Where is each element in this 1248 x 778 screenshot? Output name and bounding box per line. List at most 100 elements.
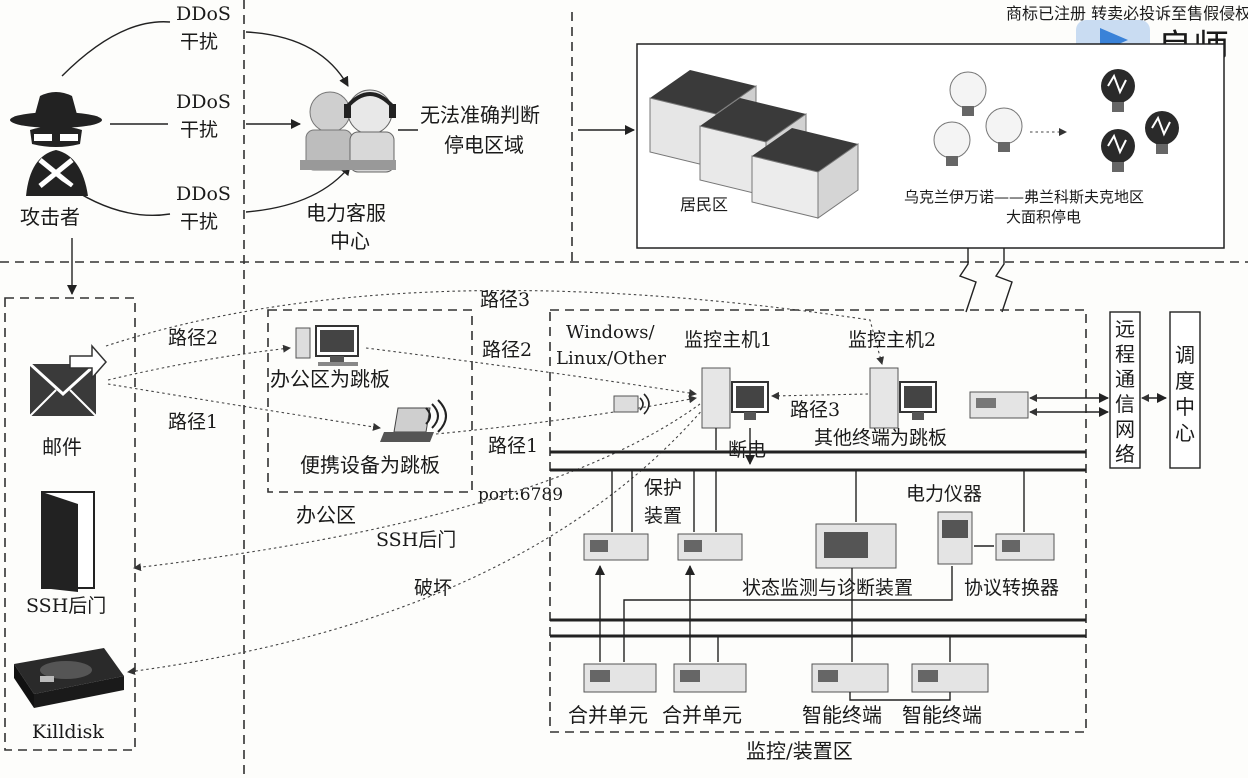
protocol-conv-label: 协议转换器 (964, 577, 1059, 599)
ddos-label-3: DDoS (176, 183, 231, 205)
protection-device-2-icon (677, 533, 743, 561)
outage-region-label: 乌克兰伊万诺——弗兰科斯夫克地区 (904, 188, 1144, 206)
protection-device-1-icon (583, 533, 649, 561)
path3-dotted-line (105, 289, 885, 365)
path2-label-mid: 路径2 (482, 339, 532, 361)
host1-computer-icon (701, 367, 769, 429)
comm-device-icon (969, 391, 1029, 419)
smart-terminal-2-icon (911, 663, 989, 693)
path2-dotted-right (365, 347, 697, 397)
svg-text:中: 中 (1175, 395, 1195, 419)
ddos-arc-top-left (61, 21, 171, 77)
residential-label: 居民区 (680, 195, 728, 214)
attacker-label: 攻击者 (20, 205, 80, 229)
ddos-arrow-3 (245, 165, 351, 213)
svg-text:程: 程 (1115, 342, 1135, 366)
host1-label: 监控主机1 (684, 329, 772, 351)
cannot-judge-label-2: 停电区域 (444, 133, 524, 157)
path2-label-left: 路径2 (168, 327, 218, 349)
os-label-2: Linux/Other (556, 348, 666, 369)
svg-text:通: 通 (1115, 367, 1135, 391)
houses-icon (649, 70, 859, 219)
merge-unit-1-icon (583, 663, 657, 693)
laptop-icon (380, 399, 447, 442)
protect-dev1-links (611, 470, 633, 532)
ddos-arrow-1 (245, 31, 349, 87)
ssh-back-dotted-line (133, 403, 701, 572)
protect-label-1: 保护 (644, 477, 682, 499)
watermark-text: 商标已注册 转卖必投诉至售假侵权 (1006, 4, 1248, 23)
hacker-icon (10, 92, 102, 196)
smart-terminal-bracket (849, 692, 951, 701)
protect-dev2-links (693, 470, 717, 532)
host2-computer-icon (869, 367, 937, 429)
path2-dotted-left (107, 344, 291, 381)
smart-terminal-label-2: 智能终端 (902, 703, 982, 727)
remote-network-box (1109, 311, 1141, 469)
ddos-label-2: DDoS (176, 91, 231, 113)
ssh-back-label: SSH后门 (376, 529, 456, 551)
protocol-converter-icon (995, 533, 1055, 561)
port-label: port:6789 (478, 485, 563, 505)
power-instrument-icon (937, 511, 973, 565)
lightning-link-1 (958, 248, 977, 313)
hard-disk-icon (14, 648, 124, 708)
lightning-link-2 (994, 248, 1013, 313)
interfere-label-2: 干扰 (180, 119, 218, 141)
merge-unit-label-2: 合并单元 (662, 703, 742, 727)
path1-dotted-right (435, 395, 697, 435)
instrument-label: 电力仪器 (906, 483, 982, 505)
door-icon (41, 491, 95, 592)
other-jump-label: 其他终端为跳板 (814, 427, 947, 449)
svg-text:信: 信 (1115, 392, 1135, 416)
mail-icon (28, 344, 107, 417)
outage-label: 大面积停电 (1006, 208, 1081, 226)
status-diag-label: 状态监测与诊断装置 (742, 577, 913, 599)
cannot-judge-label-1: 无法准确判断 (420, 103, 540, 127)
office-zone-label: 办公区 (296, 503, 356, 527)
monitor-zone-label: 监控/装置区 (746, 739, 853, 763)
svg-text:心: 心 (1175, 421, 1195, 445)
path3-label-right: 路径3 (790, 399, 840, 421)
power-off-label: 断电 (728, 439, 766, 461)
protect-label-2: 装置 (644, 505, 682, 527)
tools-panel (4, 297, 136, 751)
call-center-label-1: 电力客服 (306, 201, 386, 225)
status-monitor-device-icon (815, 523, 897, 569)
remote-network-label: 远 程 通 信 网 络 (1115, 317, 1135, 466)
smart-terminal-label-1: 智能终端 (802, 703, 882, 727)
call-center-label-2: 中心 (330, 229, 370, 253)
svg-text:度: 度 (1175, 369, 1195, 393)
dispatch-center-box (1169, 311, 1201, 469)
call-center-icon (300, 89, 396, 173)
ddos-arc-bottom-left (61, 181, 171, 217)
dispatch-center-label: 调 度 中 心 (1175, 343, 1195, 445)
ssh-label: SSH后门 (26, 595, 106, 617)
interfere-label-1: 干扰 (180, 31, 218, 53)
svg-text:远: 远 (1115, 317, 1135, 341)
bulb-broken-icons (1101, 69, 1179, 172)
mail-label: 邮件 (42, 435, 82, 459)
path3-host2-to-host1 (771, 391, 869, 400)
path1-dotted-left (107, 383, 381, 431)
destroy-label: 破坏 (414, 577, 452, 599)
interfere-label-3: 干扰 (180, 211, 218, 233)
wireless-router-icon (613, 393, 650, 415)
office-zone-box (267, 309, 473, 493)
path1-label-mid: 路径1 (488, 435, 538, 457)
os-label-1: Windows/ (566, 322, 656, 343)
path3-label-top: 路径3 (480, 289, 530, 311)
office-jump-label: 办公区为跳板 (270, 367, 390, 391)
device-links (717, 568, 853, 662)
svg-text:络: 络 (1115, 442, 1135, 466)
portable-jump-label: 便携设备为跳板 (300, 453, 440, 477)
svg-text:网: 网 (1115, 417, 1135, 441)
merge-unit-label-1: 合并单元 (568, 703, 648, 727)
smart-terminal-1-icon (811, 663, 889, 693)
destroy-dotted-line (127, 407, 705, 676)
svg-text:调: 调 (1175, 343, 1195, 367)
bulb-lit-icons (933, 71, 1023, 166)
killdisk-label: Killdisk (32, 721, 104, 743)
